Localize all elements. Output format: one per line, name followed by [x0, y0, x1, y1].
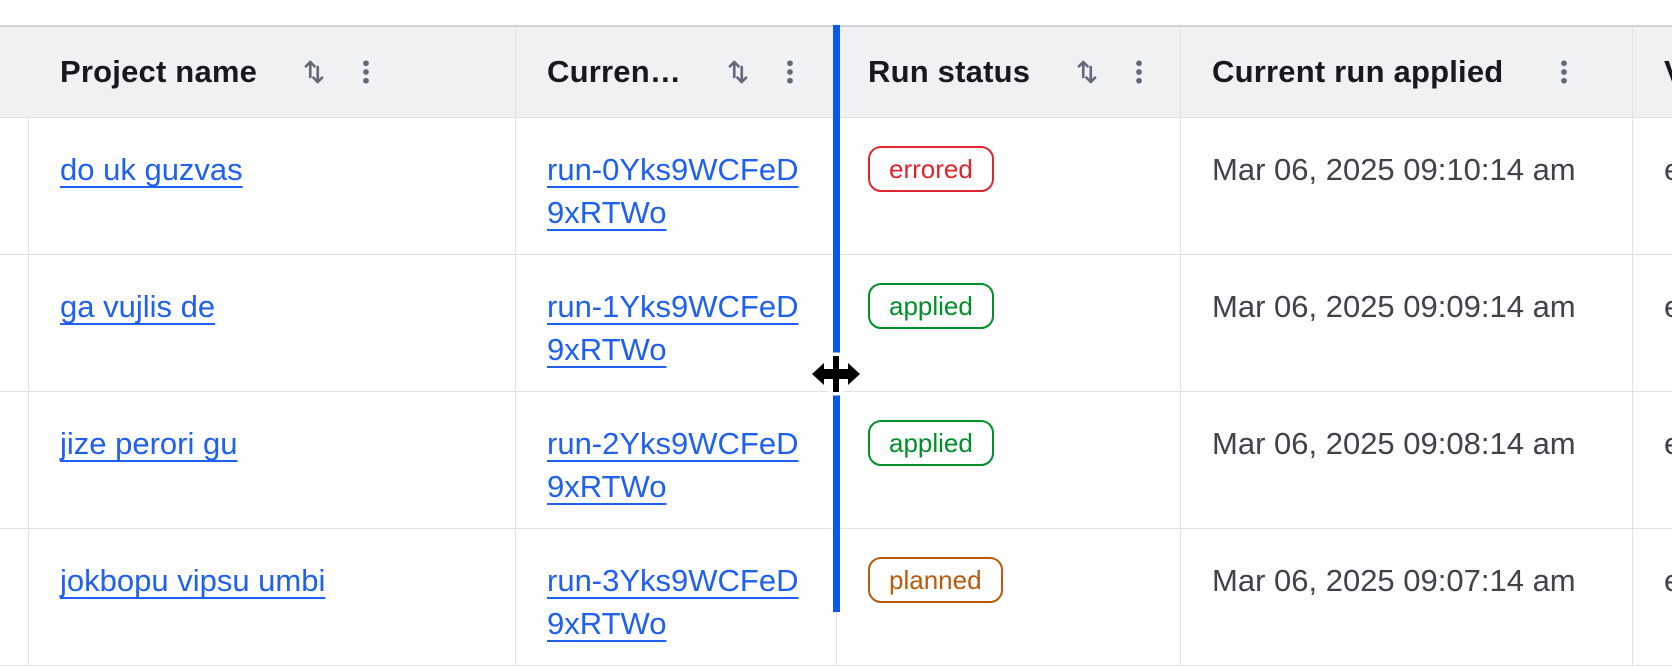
- current-run-applied-cell: Mar 06, 2025 09:08:14 am: [1181, 392, 1633, 529]
- run-applied-timestamp: Mar 06, 2025 09:07:14 am: [1212, 563, 1576, 598]
- run-link[interactable]: run-3Yks9WCFeD9xRTWo: [547, 563, 799, 641]
- column-label-current-run-applied: Current run applied: [1212, 54, 1504, 89]
- column-label-current-run: Curren…: [547, 54, 682, 89]
- current-run-cell: run-2Yks9WCFeD9xRTWo: [516, 392, 837, 529]
- column-menu-button-project-name[interactable]: [349, 50, 383, 94]
- run-applied-timestamp: Mar 06, 2025 09:08:14 am: [1212, 426, 1576, 461]
- column-label-run-status: Run status: [868, 54, 1031, 89]
- kebab-menu-icon: [351, 57, 381, 87]
- column-menu-button-current-run[interactable]: [773, 50, 807, 94]
- sort-button-run-status[interactable]: [1070, 50, 1104, 94]
- run-applied-timestamp: Mar 06, 2025 09:09:14 am: [1212, 289, 1576, 324]
- next-column-cell: e: [1633, 529, 1672, 666]
- status-badge: applied: [868, 283, 994, 329]
- run-applied-timestamp: Mar 06, 2025 09:10:14 am: [1212, 152, 1576, 187]
- run-link[interactable]: run-2Yks9WCFeD9xRTWo: [547, 426, 799, 504]
- kebab-menu-icon: [775, 57, 805, 87]
- project-link[interactable]: ga vujlis de: [60, 289, 216, 324]
- header-cell-next-column: V: [1633, 27, 1672, 118]
- project-link[interactable]: jize perori gu: [60, 426, 238, 461]
- run-status-cell: planned: [837, 529, 1181, 666]
- current-run-cell: run-3Yks9WCFeD9xRTWo: [516, 529, 837, 666]
- project-name-cell: jokbopu vipsu umbi: [29, 529, 516, 666]
- sort-arrows-icon: [723, 57, 753, 87]
- column-label-project-name: Project name: [60, 54, 258, 89]
- column-label-next-column: V: [1664, 54, 1672, 90]
- next-column-cell: e: [1633, 255, 1672, 392]
- run-status-cell: applied: [837, 392, 1181, 529]
- kebab-menu-icon: [1549, 57, 1579, 87]
- kebab-menu-icon: [1124, 57, 1154, 87]
- run-status-cell: applied: [837, 255, 1181, 392]
- current-run-applied-cell: Mar 06, 2025 09:07:14 am: [1181, 529, 1633, 666]
- status-badge: planned: [868, 557, 1003, 603]
- next-column-cell: e: [1633, 392, 1672, 529]
- column-resize-indicator[interactable]: [833, 25, 840, 612]
- partial-cell-text: e: [1664, 426, 1672, 461]
- row-sliver-cell: [0, 392, 29, 529]
- header-cell-current-run-applied: Current run applied: [1181, 27, 1633, 118]
- current-run-cell: run-0Yks9WCFeD9xRTWo: [516, 118, 837, 255]
- project-link[interactable]: do uk guzvas: [60, 152, 243, 187]
- row-sliver-cell: [0, 255, 29, 392]
- status-badge: errored: [868, 146, 994, 192]
- current-run-applied-cell: Mar 06, 2025 09:09:14 am: [1181, 255, 1633, 392]
- partial-cell-text: e: [1664, 563, 1672, 598]
- column-menu-button-run-status[interactable]: [1122, 50, 1156, 94]
- row-sliver-cell: [0, 529, 29, 666]
- project-name-cell: ga vujlis de: [29, 255, 516, 392]
- next-column-cell: e: [1633, 118, 1672, 255]
- partial-cell-text: e: [1664, 152, 1672, 187]
- current-run-cell: run-1Yks9WCFeD9xRTWo: [516, 255, 837, 392]
- header-cell-sliver: [0, 27, 32, 118]
- column-menu-button-current-run-applied[interactable]: [1547, 50, 1581, 94]
- sort-arrows-icon: [299, 57, 329, 87]
- run-link[interactable]: run-1Yks9WCFeD9xRTWo: [547, 289, 799, 367]
- sort-arrows-icon: [1072, 57, 1102, 87]
- header-cell-project-name: Project name: [29, 27, 516, 118]
- sort-button-current-run[interactable]: [721, 50, 755, 94]
- run-status-cell: errored: [837, 118, 1181, 255]
- project-name-cell: do uk guzvas: [29, 118, 516, 255]
- project-name-cell: jize perori gu: [29, 392, 516, 529]
- header-cell-current-run: Curren…: [516, 27, 837, 118]
- current-run-applied-cell: Mar 06, 2025 09:10:14 am: [1181, 118, 1633, 255]
- sort-button-project-name[interactable]: [297, 50, 331, 94]
- advanced-table: Project name Curren…: [0, 25, 1672, 666]
- project-link[interactable]: jokbopu vipsu umbi: [60, 563, 326, 598]
- header-cell-run-status: Run status: [837, 27, 1181, 118]
- run-link[interactable]: run-0Yks9WCFeD9xRTWo: [547, 152, 799, 230]
- row-sliver-cell: [0, 118, 29, 255]
- status-badge: applied: [868, 420, 994, 466]
- col-resize-cursor-icon: [810, 349, 862, 399]
- partial-cell-text: e: [1664, 289, 1672, 324]
